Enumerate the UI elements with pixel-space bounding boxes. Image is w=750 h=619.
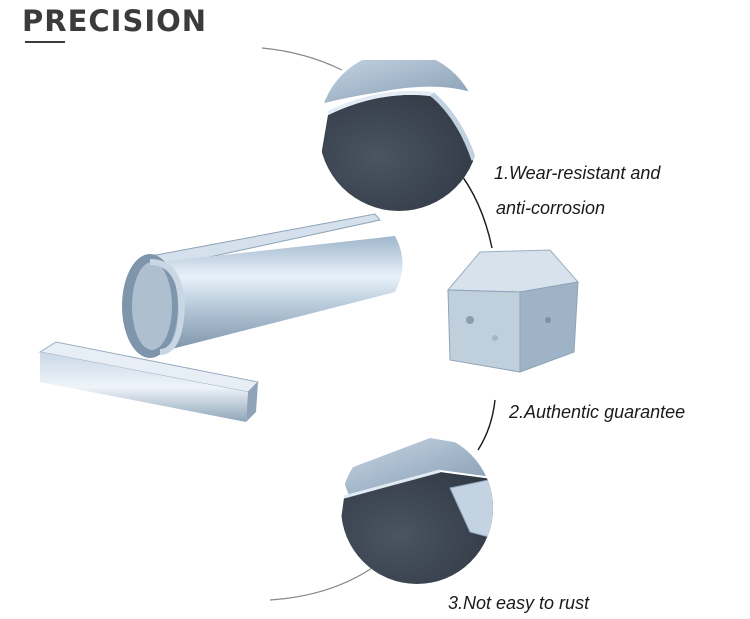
detail-circle-edge <box>319 51 479 211</box>
feature-2-label: 2.Authentic guarantee <box>509 402 686 422</box>
connector-arc <box>261 47 343 71</box>
feature-1-line-2: anti-corrosion <box>496 198 606 218</box>
page-title: PRECISION <box>22 4 208 38</box>
connector-arc <box>269 567 373 601</box>
title-underline <box>25 41 65 43</box>
detail-circle-keyway <box>341 432 493 584</box>
connector-arc <box>477 399 496 451</box>
key-bar <box>38 341 260 422</box>
key-block <box>446 249 579 373</box>
split-sleeve-tube <box>122 213 403 358</box>
feature-3-label: 3.Not easy to rust <box>448 593 590 613</box>
feature-1-line-1: 1.Wear-resistant and <box>494 163 661 183</box>
